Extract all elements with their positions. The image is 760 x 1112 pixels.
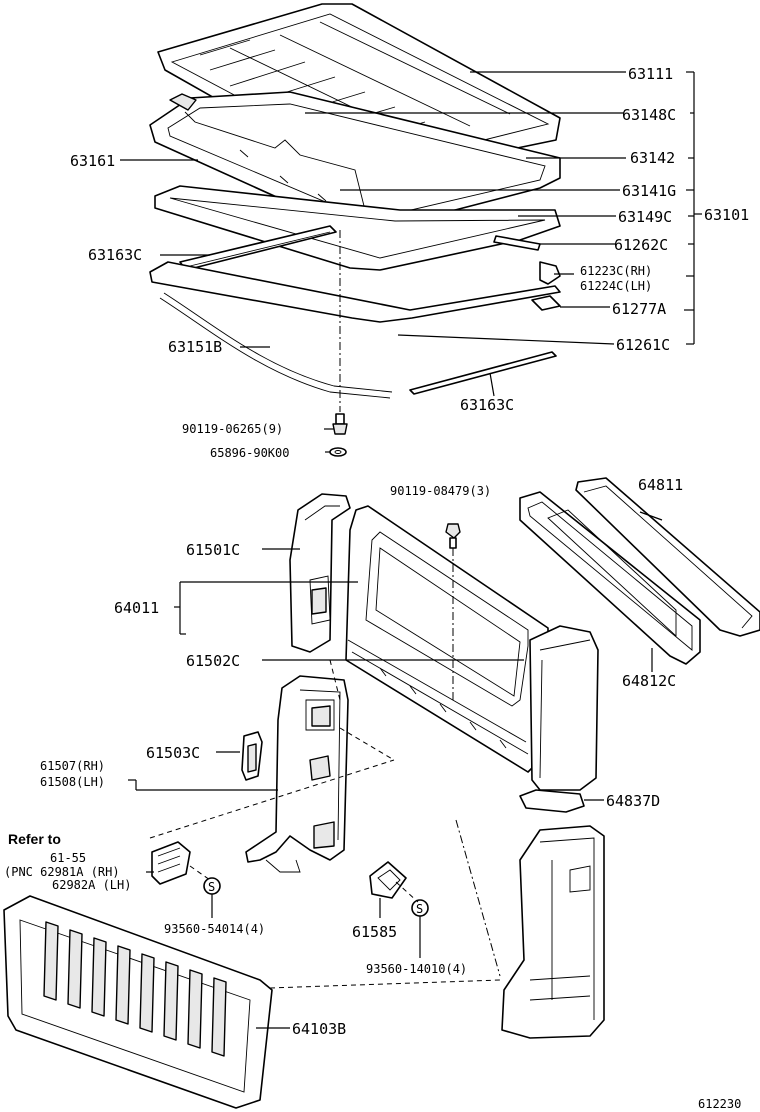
roof-frame-63161 (149, 91, 561, 233)
lower-leader-lines (128, 511, 663, 1029)
roof-clip-61277A (531, 295, 561, 311)
roof-strip-63163C-bottom (409, 351, 557, 395)
clip-93560-54014: S (203, 877, 221, 895)
label-64811: 64811 (638, 476, 683, 494)
label-refer-pnc-2: 62982A (LH) (52, 878, 131, 892)
corner-post-61502C (529, 625, 599, 791)
window-weatherstrip-64812C (519, 491, 701, 665)
clip-93560-14010: S (411, 899, 429, 917)
label-64011: 64011 (114, 599, 159, 617)
label-61261C: 61261C (616, 336, 670, 354)
label-61508: 61508(LH) (40, 775, 105, 789)
label-61502C: 61502C (186, 652, 240, 670)
label-63163C-left: 63163C (88, 246, 142, 264)
seal-61585 (369, 861, 407, 899)
label-clip-93560-14010: 93560-14010(4) (366, 962, 467, 976)
roof-leader-lines (120, 71, 702, 453)
label-63163C-bottom: 63163C (460, 396, 514, 414)
label-63149C: 63149C (618, 208, 672, 226)
assembly-dashed-lines (149, 659, 501, 989)
label-bolt-90119-06265: 90119-06265(9) (182, 422, 283, 436)
label-61224C: 61224C(LH) (580, 279, 652, 293)
label-63148C: 63148C (622, 106, 676, 124)
inner-panel-61507 (245, 675, 349, 873)
bracket-64837D (519, 789, 585, 813)
label-refer-to: Refer to (8, 831, 61, 847)
clip-61503C (241, 731, 263, 781)
label-refer-pnc-1: (PNC 62981A (RH) (4, 865, 120, 879)
figure-number: 612230 (698, 1097, 741, 1111)
label-63151B: 63151B (168, 338, 222, 356)
label-64103B: 64103B (292, 1020, 346, 1038)
svg-text:S: S (416, 902, 423, 916)
part-labels: 63111 63148C 63161 63142 63141G 63149C 6… (4, 65, 749, 1111)
label-61501C: 61501C (186, 541, 240, 559)
label-61507: 61507(RH) (40, 759, 105, 773)
roof-trim-61223C (539, 261, 561, 285)
label-63142: 63142 (630, 149, 675, 167)
label-61223C: 61223C(RH) (580, 264, 652, 278)
pillar-61501C (289, 493, 351, 653)
label-61277A: 61277A (612, 300, 666, 318)
tailgate-64103B (3, 895, 273, 1109)
label-washer-65896: 65896-90K00 (210, 446, 289, 460)
washer-65896 (329, 447, 347, 457)
connector-refer (151, 841, 191, 885)
label-refer-61-55: 61-55 (50, 851, 86, 865)
roof-seal-63151B (159, 292, 393, 399)
label-64837D: 64837D (606, 792, 660, 810)
svg-text:S: S (208, 880, 215, 894)
roof-weatherstrip-61262C (493, 235, 541, 251)
back-panel-64011 (345, 505, 549, 773)
label-61503C: 61503C (146, 744, 200, 762)
label-clip-93560-54014: 93560-54014(4) (164, 922, 265, 936)
label-63141G: 63141G (622, 182, 676, 200)
roof-outer-seal-61261C (149, 261, 561, 323)
label-63161: 63161 (70, 152, 115, 170)
label-63101: 63101 (704, 206, 749, 224)
label-61585: 61585 (352, 923, 397, 941)
bolt-90119-08479 (445, 523, 461, 700)
label-63111: 63111 (628, 65, 673, 83)
label-bolt-90119-08479: 90119-08479(3) (390, 484, 491, 498)
bolt-90119-06265 (332, 230, 348, 435)
rear-corner-panel (501, 825, 605, 1039)
label-61262C: 61262C (614, 236, 668, 254)
window-glass-64811 (575, 477, 760, 637)
label-64812C: 64812C (622, 672, 676, 690)
